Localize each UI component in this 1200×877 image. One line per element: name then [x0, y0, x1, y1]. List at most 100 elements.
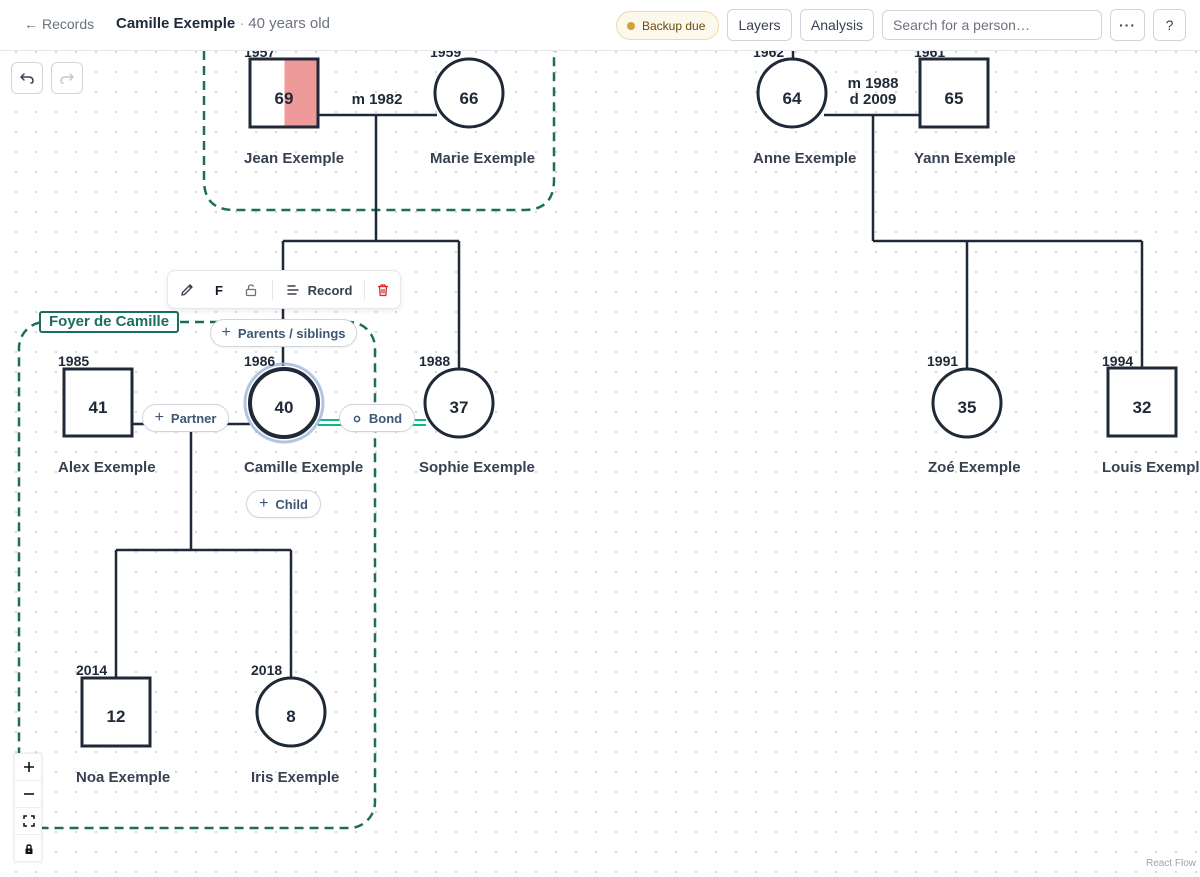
birth-year-sophie: 1988: [419, 353, 450, 369]
backup-due-badge[interactable]: Backup due: [616, 11, 719, 40]
fit-view-button[interactable]: [15, 808, 43, 835]
name-alex: Alex Exemple: [58, 459, 156, 476]
record-lines-icon: [286, 285, 299, 295]
redo-button[interactable]: [51, 62, 83, 94]
age-jean: 69: [275, 89, 294, 108]
age-marie: 66: [460, 89, 479, 108]
person-sophie[interactable]: [423, 367, 495, 439]
union-label-anne-yann-divorced[interactable]: d 2009: [850, 91, 897, 108]
person-age: 40 years old: [248, 15, 330, 32]
name-noa: Noa Exemple: [76, 769, 170, 786]
name-iris: Iris Exemple: [251, 769, 339, 786]
person-louis[interactable]: [1106, 366, 1178, 438]
person-alex[interactable]: [62, 367, 134, 438]
trash-icon: [378, 284, 388, 297]
toolbar-divider: [272, 280, 273, 300]
undo-button[interactable]: [11, 62, 43, 94]
plus-icon: +: [259, 495, 269, 512]
edit-person-button[interactable]: [174, 271, 200, 309]
react-flow-attribution[interactable]: React Flow: [1145, 858, 1196, 869]
person-iris[interactable]: [255, 676, 327, 748]
person-jean-outline: [248, 57, 320, 129]
name-camille: Camille Exemple: [244, 459, 363, 476]
record-button[interactable]: Record: [280, 271, 358, 309]
person-anne[interactable]: [756, 57, 828, 129]
add-child-button[interactable]: + Child: [246, 490, 321, 518]
toolbar-divider: [364, 280, 365, 300]
fit-view-icon: [23, 815, 35, 827]
lock-icon: [25, 843, 33, 854]
zoom-controls: [14, 753, 43, 862]
name-anne: Anne Exemple: [753, 150, 856, 167]
group-label-foyer[interactable]: Foyer de Camille: [39, 311, 180, 333]
age-iris: 8: [286, 707, 295, 726]
foyer-group-boundary: [17, 320, 377, 830]
birth-year-louis: 1994: [1102, 353, 1133, 369]
plus-icon: [24, 762, 34, 772]
union-label-jean-marie[interactable]: m 1982: [352, 91, 403, 108]
pill-label: Partner: [170, 410, 217, 426]
name-sophie: Sophie Exemple: [419, 459, 535, 476]
pill-label: Child: [275, 496, 308, 512]
more-menu-button[interactable]: ···: [1110, 9, 1145, 41]
lock-node-button[interactable]: [238, 271, 264, 309]
plus-icon: +: [221, 324, 231, 341]
undo-icon: [20, 73, 34, 84]
name-yann: Yann Exemple: [914, 150, 1016, 167]
link-icon: [352, 413, 362, 423]
birth-year-zoe: 1991: [927, 353, 958, 369]
title-separator: ·: [239, 15, 245, 32]
zoom-out-button[interactable]: [15, 781, 43, 808]
node-toolbar: F Record: [167, 270, 401, 309]
family-button[interactable]: F: [215, 282, 223, 298]
person-marie[interactable]: [433, 57, 505, 129]
birth-year-iris: 2018: [251, 662, 282, 678]
person-noa[interactable]: [80, 676, 152, 748]
layers-button[interactable]: Layers: [727, 9, 792, 41]
warning-dot-icon: [627, 21, 635, 30]
search-person-input[interactable]: [882, 10, 1102, 40]
selection-halo: [243, 362, 325, 444]
age-yann: 65: [945, 89, 964, 108]
unlock-icon: [245, 284, 257, 297]
plus-icon: +: [154, 409, 164, 426]
union-label-anne-yann-married[interactable]: m 1988: [848, 75, 899, 92]
add-parents-siblings-button[interactable]: + Parents / siblings: [210, 319, 357, 347]
name-marie: Marie Exemple: [430, 150, 535, 167]
condition-marker: [284, 60, 317, 126]
age-camille: 40: [275, 398, 294, 417]
person-zoe[interactable]: [931, 367, 1003, 439]
add-bond-button[interactable]: Bond: [339, 404, 415, 432]
zoom-in-button[interactable]: [15, 754, 43, 781]
birth-year-alex: 1985: [58, 353, 89, 369]
page-title: Camille Exemple·40 years old: [116, 15, 330, 32]
name-jean: Jean Exemple: [244, 150, 344, 167]
minus-icon: [24, 793, 34, 795]
top-bar: ←Records Camille Exemple·40 years old Ba…: [0, 0, 1200, 51]
person-yann[interactable]: [918, 57, 990, 129]
pencil-icon: [181, 284, 193, 296]
back-link-label: Records: [42, 16, 95, 32]
birth-year-camille: 1986: [244, 353, 275, 369]
age-anne: 64: [783, 89, 802, 108]
person-name: Camille Exemple: [116, 15, 236, 32]
back-to-records-link[interactable]: ←Records: [24, 16, 94, 32]
add-partner-button[interactable]: + Partner: [142, 404, 229, 432]
pill-label: Parents / siblings: [237, 325, 346, 341]
help-button[interactable]: ?: [1153, 9, 1186, 41]
backup-badge-label: Backup due: [642, 18, 706, 33]
redo-icon: [60, 73, 74, 84]
arrow-left-icon: ←: [24, 16, 38, 32]
analysis-button[interactable]: Analysis: [800, 9, 874, 41]
age-noa: 12: [107, 707, 126, 726]
name-louis: Louis Exemple: [1102, 459, 1200, 476]
parents-group-boundary: [202, 51, 556, 212]
toggle-interactivity-button[interactable]: [15, 835, 43, 862]
pill-label: Bond: [368, 410, 403, 426]
age-alex: 41: [89, 398, 108, 417]
age-zoe: 35: [958, 398, 977, 417]
delete-person-button[interactable]: [370, 271, 396, 309]
birth-year-noa: 2014: [76, 662, 107, 678]
person-camille[interactable]: [248, 367, 320, 439]
